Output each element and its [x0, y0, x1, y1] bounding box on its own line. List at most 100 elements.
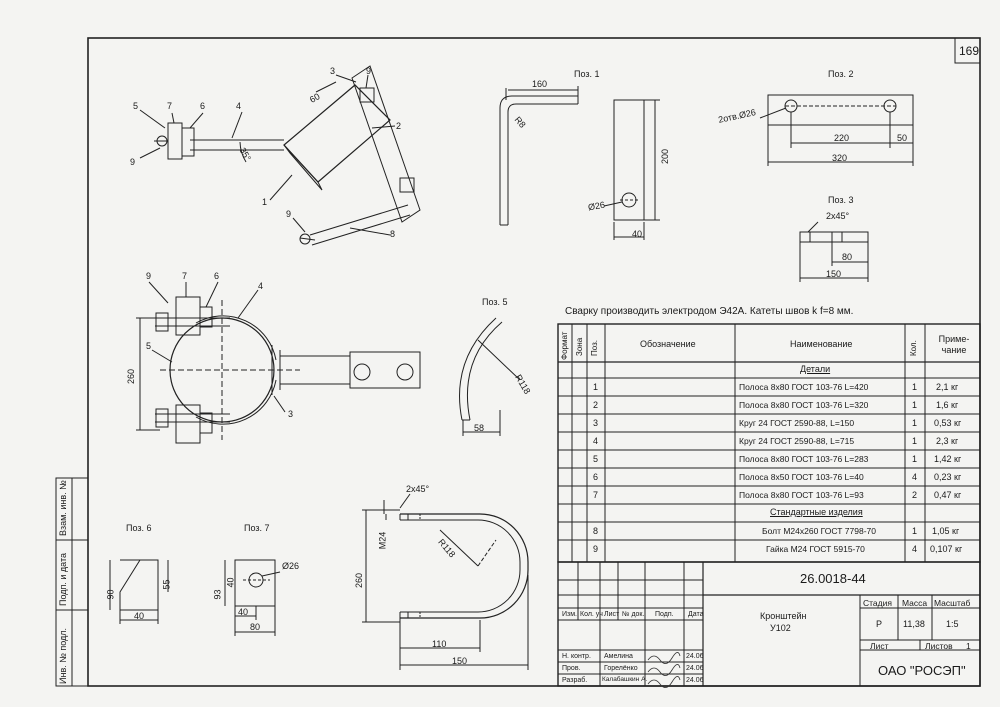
signer-role: Пров.: [562, 665, 581, 672]
dim-55: 55: [161, 579, 172, 590]
col-sign: Подп.: [655, 611, 674, 618]
dim-58: 58: [474, 423, 485, 433]
row-pos: 4: [593, 436, 599, 446]
row-qty: 1: [912, 400, 918, 410]
row-pos: 6: [593, 472, 599, 482]
row-name: Круг 24 ГОСТ 2590-88, L=715: [739, 436, 855, 446]
hdr-qty: Кол.: [909, 340, 918, 356]
row-name: Полоса 8х80 ГОСТ 103-76 L=420: [739, 382, 869, 392]
dim-chamfer-pos3: 2x45°: [826, 211, 850, 221]
sheet-label: Лист: [870, 641, 889, 651]
row-qty: 1: [912, 382, 918, 392]
weld-note: Сварку производить электродом Э42А. Кате…: [565, 306, 854, 317]
row-qty: 1: [912, 526, 918, 536]
dim-93: 93: [212, 589, 223, 600]
pos6-label: Поз. 6: [126, 523, 152, 533]
col-date: Дата: [688, 611, 704, 618]
stage-label: Стадия: [863, 598, 892, 608]
company-name: ОАО "РОСЭП": [878, 663, 966, 678]
title-line1: Кронштейн: [760, 611, 807, 621]
dim-chamfer-u: 2x45°: [406, 484, 430, 494]
row-name: Полоса 8х80 ГОСТ 103-76 L=93: [739, 490, 864, 500]
dim-40-pos1: 40: [632, 229, 643, 239]
row-note: 1,6 кг: [936, 400, 959, 410]
callout-3b: 3: [288, 409, 294, 419]
stamp-inv-original: Инв. № подл.: [58, 627, 68, 684]
row-note: 1,05 кг: [932, 526, 960, 536]
signer-date: 24.06: [686, 653, 704, 660]
row-note: 2,3 кг: [936, 436, 959, 446]
dim-260-main: 260: [126, 368, 137, 385]
row-note: 0,23 кг: [934, 472, 962, 482]
dim-150-pos3: 150: [826, 269, 842, 279]
row-name: Гайка М24 ГОСТ 5915-70: [766, 544, 865, 554]
callout-9d: 9: [146, 271, 152, 281]
row-pos: 2: [593, 400, 599, 410]
pos7-label: Поз. 7: [244, 523, 270, 533]
row-name: Полоса 8х80 ГОСТ 103-76 L=283: [739, 454, 869, 464]
scale-value: 1:5: [946, 619, 959, 629]
row-note: 0,53 кг: [934, 418, 962, 428]
dim-320: 320: [832, 153, 848, 163]
dim-40-pos7-side: 40: [225, 577, 236, 588]
sheets-value: 1: [966, 641, 971, 651]
callout-7b: 7: [182, 271, 188, 281]
row-note: 0,107 кг: [930, 544, 963, 554]
col-docnum: № док.: [622, 611, 645, 618]
hdr-note: Приме-чание: [938, 334, 970, 355]
pos2-label: Поз. 2: [828, 69, 854, 79]
row-qty: 4: [912, 544, 918, 554]
pos5-label: Поз. 5: [482, 297, 508, 307]
dim-260-u: 260: [354, 572, 365, 589]
dim-90: 90: [105, 589, 116, 600]
signer-name: Амелина: [604, 653, 633, 660]
row-qty: 1: [912, 418, 918, 428]
row-pos: 3: [593, 418, 599, 428]
row-name: Полоса 8х50 ГОСТ 103-76 L=40: [739, 472, 864, 482]
sheet-number: 169: [959, 44, 980, 58]
dim-160: 160: [532, 79, 548, 89]
mass-value: 11,38: [903, 619, 925, 629]
dim-40-pos6: 40: [134, 611, 145, 621]
dim-200: 200: [660, 148, 671, 165]
dim-50: 50: [897, 133, 908, 143]
stamp-sign-date: Подп. и дата: [58, 552, 68, 606]
callout-9b: 9: [366, 66, 372, 76]
callout-8: 8: [390, 229, 396, 239]
hdr-name: Наименование: [790, 339, 853, 349]
mass-label: Масса: [902, 598, 928, 608]
callout-3: 3: [330, 66, 336, 76]
hdr-format: Формат: [560, 331, 569, 360]
row-note: 2,1 кг: [936, 382, 959, 392]
dim-80-pos7: 80: [250, 622, 261, 632]
doc-number: 26.0018-44: [800, 571, 866, 586]
callout-5b: 5: [146, 341, 152, 351]
title-line2: У102: [770, 623, 791, 633]
dim-40b-pos7: 40: [238, 607, 249, 617]
signer-date: 24.06: [686, 677, 704, 684]
stamp-inv-replace: Взам. инв. №: [58, 480, 68, 536]
dim-26-pos7: Ø26: [282, 561, 300, 571]
callout-1: 1: [262, 197, 268, 207]
dim-m24: M24: [377, 531, 388, 550]
row-note: 0,47 кг: [934, 490, 962, 500]
pos3-label: Поз. 3: [828, 195, 854, 205]
col-change: Изм.: [562, 611, 577, 618]
callout-6b: 6: [214, 271, 220, 281]
signer-name: Калабашкин А.: [602, 676, 648, 683]
signer-role: Н. контр.: [562, 653, 591, 660]
callout-7: 7: [167, 101, 173, 111]
col-sheet: Лист: [604, 611, 620, 618]
row-pos: 7: [593, 490, 599, 500]
col-count: Кол. уч: [580, 611, 603, 618]
dim-80-pos3: 80: [842, 252, 853, 262]
dim-150-u: 150: [452, 656, 468, 666]
hdr-zone: Зона: [575, 337, 584, 356]
row-name: Болт М24х260 ГОСТ 7798-70: [762, 526, 877, 536]
callout-4b: 4: [258, 281, 264, 291]
callout-6: 6: [200, 101, 206, 111]
sheets-label: Листов: [925, 641, 953, 651]
row-qty: 1: [912, 454, 918, 464]
